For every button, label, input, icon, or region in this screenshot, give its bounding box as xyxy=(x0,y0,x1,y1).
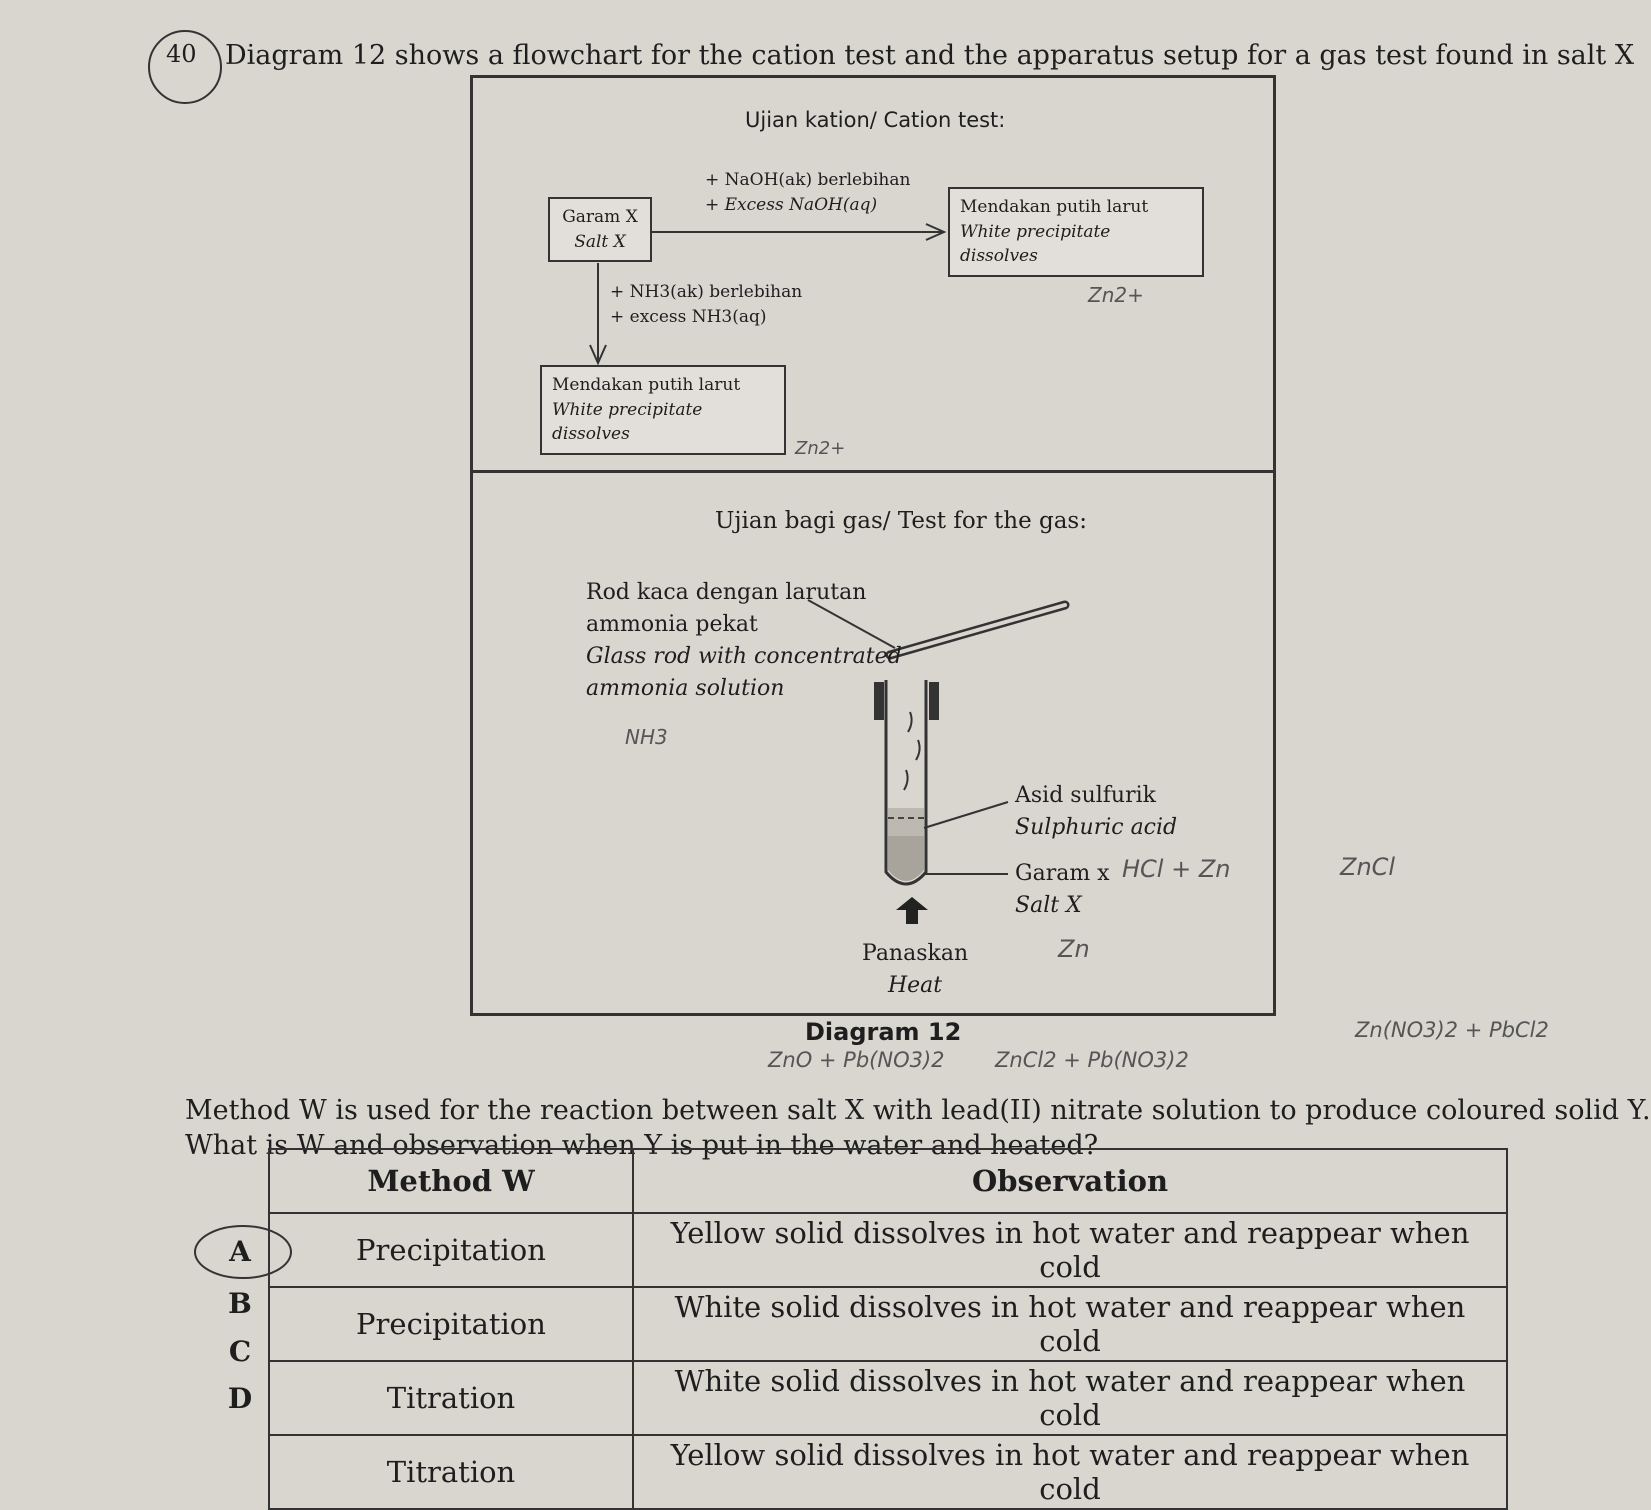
acid-label: Asid sulfurik Sulphuric acid xyxy=(1015,780,1177,844)
handwriting-note-5: ZnCl xyxy=(1340,853,1396,881)
options-table: Method W Observation Precipitation Yello… xyxy=(268,1148,1508,1510)
diagram-divider xyxy=(470,470,1276,473)
diagram-drawings xyxy=(194,223,1070,1279)
question-number: 40 xyxy=(166,40,197,68)
salt-x-english: Salt X xyxy=(574,231,626,252)
naoh-result-box: Mendakan putih larut White precipitate d… xyxy=(948,187,1204,277)
option-row-b[interactable]: Precipitation White solid dissolves in h… xyxy=(268,1286,1508,1362)
acid-label-malay: Asid sulfurik xyxy=(1015,783,1156,808)
naoh-reagent-label: + NaOH(ak) berlebihan + Excess NaOH(aq) xyxy=(705,168,910,217)
option-letter-d[interactable]: D xyxy=(227,1382,253,1415)
rod-label-english-2: ammonia solution xyxy=(586,675,785,701)
salt-label: Garam x Salt X xyxy=(1015,858,1110,922)
salt-label-malay: Garam x xyxy=(1015,861,1110,886)
acid-label-english: Sulphuric acid xyxy=(1015,814,1178,840)
cation-test-title: Ujian kation/ Cation test: xyxy=(745,108,1006,132)
table-header-row: Method W Observation xyxy=(268,1148,1508,1214)
naoh-result-malay: Mendakan putih larut xyxy=(960,197,1149,217)
rod-label-malay-1: Rod kaca dengan larutan xyxy=(586,580,867,605)
salt-x-malay: Garam X xyxy=(562,207,638,227)
heat-label-malay: Panaskan xyxy=(862,941,969,966)
option-row-d[interactable]: Titration Yellow solid dissolves in hot … xyxy=(268,1434,1508,1510)
option-a-method: Precipitation xyxy=(268,1212,634,1288)
nh3-result-box: Mendakan putih larut White precipitate d… xyxy=(540,365,786,455)
handwriting-note-7: ZnO + Pb(NO3)2 xyxy=(768,1048,945,1072)
handwriting-note-3: NH3 xyxy=(625,725,668,749)
option-letter-c[interactable]: C xyxy=(228,1335,252,1368)
heat-arrow xyxy=(896,897,928,924)
rod-label-malay-2: ammonia pekat xyxy=(586,611,758,637)
naoh-result-english: White precipitate dissolves xyxy=(960,221,1111,267)
naoh-arrow xyxy=(652,223,947,241)
handwriting-note-1: Zn2+ xyxy=(1088,283,1144,307)
naoh-reagent-malay: + NaOH(ak) berlebihan xyxy=(705,170,911,190)
option-c-observation: White solid dissolves in hot water and r… xyxy=(632,1360,1508,1436)
nh3-reagent-english: + excess NH3(aq) xyxy=(610,306,767,327)
question-stem-line-1: Method W is used for the reaction betwee… xyxy=(185,1095,1651,1126)
heat-label-english: Heat xyxy=(887,972,943,998)
nh3-arrow xyxy=(589,263,607,366)
option-letter-a[interactable]: A xyxy=(229,1235,251,1268)
diagram-caption: Diagram 12 xyxy=(805,1018,962,1046)
handwriting-note-6: Zn xyxy=(1058,935,1090,963)
test-tube xyxy=(874,680,939,886)
option-row-c[interactable]: Titration White solid dissolves in hot w… xyxy=(268,1360,1508,1436)
question-text: Diagram 12 shows a flowchart for the cat… xyxy=(225,40,1635,71)
option-c-method: Titration xyxy=(268,1360,634,1436)
heat-label: Panaskan Heat xyxy=(862,938,968,1002)
diagram-frame xyxy=(470,75,1276,1016)
option-b-observation: White solid dissolves in hot water and r… xyxy=(632,1286,1508,1362)
rod-label-english-1: Glass rod with concentrated xyxy=(586,643,902,669)
naoh-reagent-english: + Excess NaOH(aq) xyxy=(705,194,878,215)
nh3-result-malay: Mendakan putih larut xyxy=(552,375,741,395)
nh3-reagent-label: + NH3(ak) berlebihan + excess NH3(aq) xyxy=(610,280,802,329)
option-b-method: Precipitation xyxy=(268,1286,634,1362)
nh3-result-english: White precipitate dissolves xyxy=(552,399,703,445)
option-d-observation: Yellow solid dissolves in hot water and … xyxy=(632,1434,1508,1510)
option-row-a[interactable]: Precipitation Yellow solid dissolves in … xyxy=(268,1212,1508,1288)
gas-test-title-text: Ujian bagi gas/ Test for the gas: xyxy=(715,508,1087,534)
acid-pointer-line xyxy=(923,801,1009,829)
handwriting-note-2: Zn2+ xyxy=(795,438,846,459)
handwriting-note-8: ZnCl2 + Pb(NO3)2 xyxy=(995,1048,1189,1072)
option-a-observation: Yellow solid dissolves in hot water and … xyxy=(632,1212,1508,1288)
handwriting-note-4: HCl + Zn xyxy=(1122,855,1231,883)
handwriting-note-9: Zn(NO3)2 + PbCl2 xyxy=(1355,1018,1549,1042)
option-letter-b[interactable]: B xyxy=(228,1287,252,1320)
option-d-method: Titration xyxy=(268,1434,634,1510)
salt-label-english: Salt X xyxy=(1015,892,1082,918)
header-observation: Observation xyxy=(632,1148,1508,1214)
salt-x-box: Garam X Salt X xyxy=(548,197,652,263)
question-number-circle xyxy=(148,30,222,104)
header-method: Method W xyxy=(268,1148,634,1214)
glass-rod xyxy=(807,599,1070,660)
gas-test-title: Ujian bagi gas/ Test for the gas: xyxy=(715,508,1087,534)
rod-label: Rod kaca dengan larutan ammonia pekat Gl… xyxy=(586,577,902,705)
nh3-reagent-malay: + NH3(ak) berlebihan xyxy=(610,282,803,302)
